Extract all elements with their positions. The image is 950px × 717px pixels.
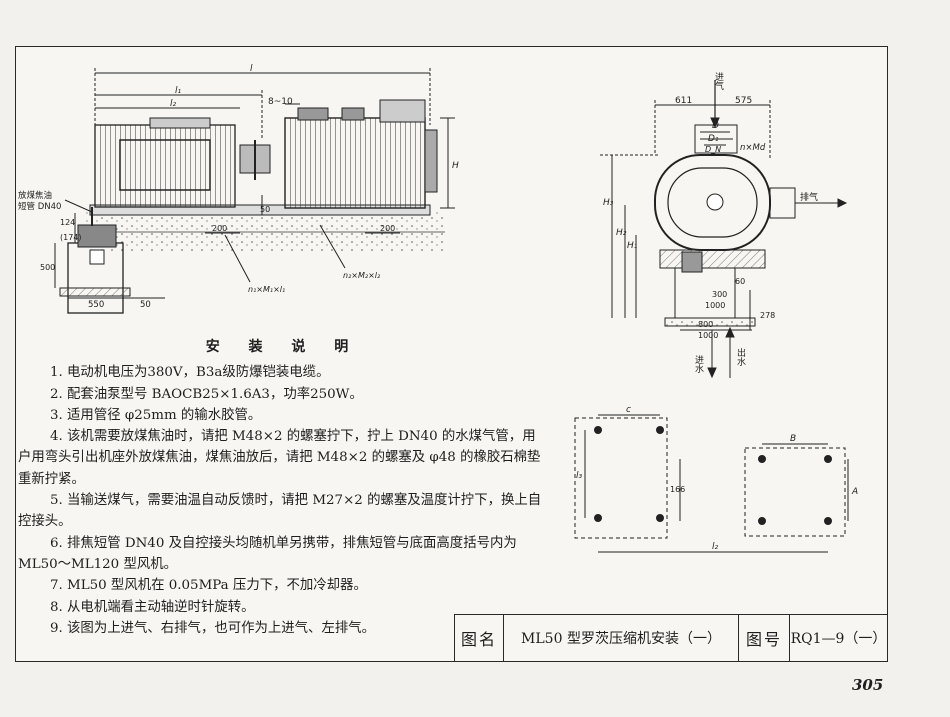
dim-l2: l₂	[170, 99, 177, 109]
title-label: 图名	[455, 615, 504, 661]
note-7: 7. ML50 型风机在 0.05MPa 压力下，不加冷却器。	[50, 578, 367, 594]
note-6: 6. 排焦短管 DN40 及自控接头均随机单另携带，排焦短管与底面高度括号内为 …	[18, 535, 517, 572]
note-5: 5. 当输送煤气，需要油温自动反馈时，请把 M27×2 的螺塞及温度计拧下，换上…	[18, 493, 542, 530]
drain-label-1: 放煤焦油	[18, 190, 52, 201]
outlet-label: 排气	[800, 191, 818, 203]
bolt-spec-2: n₂×M₂×l₂	[343, 271, 381, 280]
dim-550: 550	[88, 300, 104, 310]
drawing-title: ML50 型罗茨压缩机安装（一）	[504, 615, 739, 661]
front-view-labels: 进气 排气 611 575 D D₁ D_N n×Md H₃ H₂ H₁ 60 …	[603, 72, 818, 373]
water-out: 出水	[735, 347, 746, 366]
dim-d1: D₁	[708, 134, 719, 144]
dim-l2: l₂	[712, 542, 719, 552]
dim-dn: D_N	[705, 145, 721, 154]
dim-d: D	[712, 121, 719, 131]
notes-title: 安 装 说 明	[205, 339, 361, 355]
flange-bolts: n×Md	[740, 143, 766, 153]
note-8: 8. 从电机端看主动轴逆时针旋转。	[50, 599, 255, 615]
page-number: 305	[852, 676, 884, 694]
front-view	[600, 80, 848, 379]
dim-166: 166	[670, 485, 685, 494]
note-1: 1. 电动机电压为380V，B3a级防爆铠装电缆。	[50, 365, 330, 381]
dim-611: 611	[675, 96, 692, 106]
title-block: 图名 ML50 型罗茨压缩机安装（一） 图号 RQ1—9（一）	[454, 614, 887, 661]
dim-50b: 50	[140, 300, 151, 310]
dim-800: 800	[698, 320, 713, 329]
bolt-spec-1: n₁×M₁×l₁	[248, 285, 285, 294]
side-view	[54, 68, 455, 314]
note-9: 9. 该图为上进气、右排气，也可作为上进气、左排气。	[50, 620, 376, 636]
dim-l3: l₃	[576, 471, 583, 481]
dim-a: A	[851, 487, 858, 497]
dim-200a: 200	[212, 224, 227, 233]
foundation-plan-labels: c l₃ 166 B A l₂	[576, 405, 858, 552]
drawing-number: RQ1—9（一）	[790, 631, 887, 647]
drain-label-2: 短管 DN40	[18, 201, 61, 212]
dim-50a: 50	[260, 205, 270, 214]
foundation-plan	[574, 414, 849, 553]
water-in: 进水	[693, 355, 704, 373]
drawing-number-label: 图号	[739, 615, 790, 661]
dim-500: 500	[40, 263, 55, 272]
inlet-label: 进气	[713, 72, 724, 90]
dim-124: 124	[60, 218, 75, 227]
note-3: 3. 适用管径 φ25mm 的输水胶管。	[50, 407, 262, 423]
dim-gap: 8~10	[268, 97, 293, 107]
note-4: 4. 该机需要放煤焦油时，请把 M48×2 的螺塞拧下，拧上 DN40 的水煤气…	[18, 429, 541, 487]
dim-l1: l₁	[175, 86, 182, 96]
dim-575: 575	[735, 96, 752, 106]
dim-278: 278	[760, 311, 775, 320]
dim-300: 300	[712, 290, 727, 299]
dim-174: (174)	[60, 233, 82, 242]
note-2: 2. 配套油泵型号 BAOCB25×1.6A3，功率250W。	[50, 386, 363, 402]
dim-c: c	[626, 405, 631, 415]
dim-h2: H₂	[616, 228, 627, 238]
dim-200b: 200	[380, 224, 395, 233]
side-view-labels: l l₁ l₂ 8~10 H 50 200 200 放煤焦油 短管 DN40 1…	[18, 64, 459, 310]
installation-notes: 安 装 说 明 1. 电动机电压为380V，B3a级防爆铠装电缆。 2. 配套油…	[18, 337, 548, 639]
dim-l: l	[250, 64, 253, 74]
dim-b: B	[790, 434, 796, 444]
dim-1000a: 1000	[705, 301, 725, 310]
dim-1000b: 1000	[698, 331, 718, 340]
dim-h: H	[452, 161, 459, 171]
dim-h3: H₃	[603, 198, 614, 208]
dim-60: 60	[735, 277, 745, 286]
dim-h1: H₁	[627, 241, 638, 251]
